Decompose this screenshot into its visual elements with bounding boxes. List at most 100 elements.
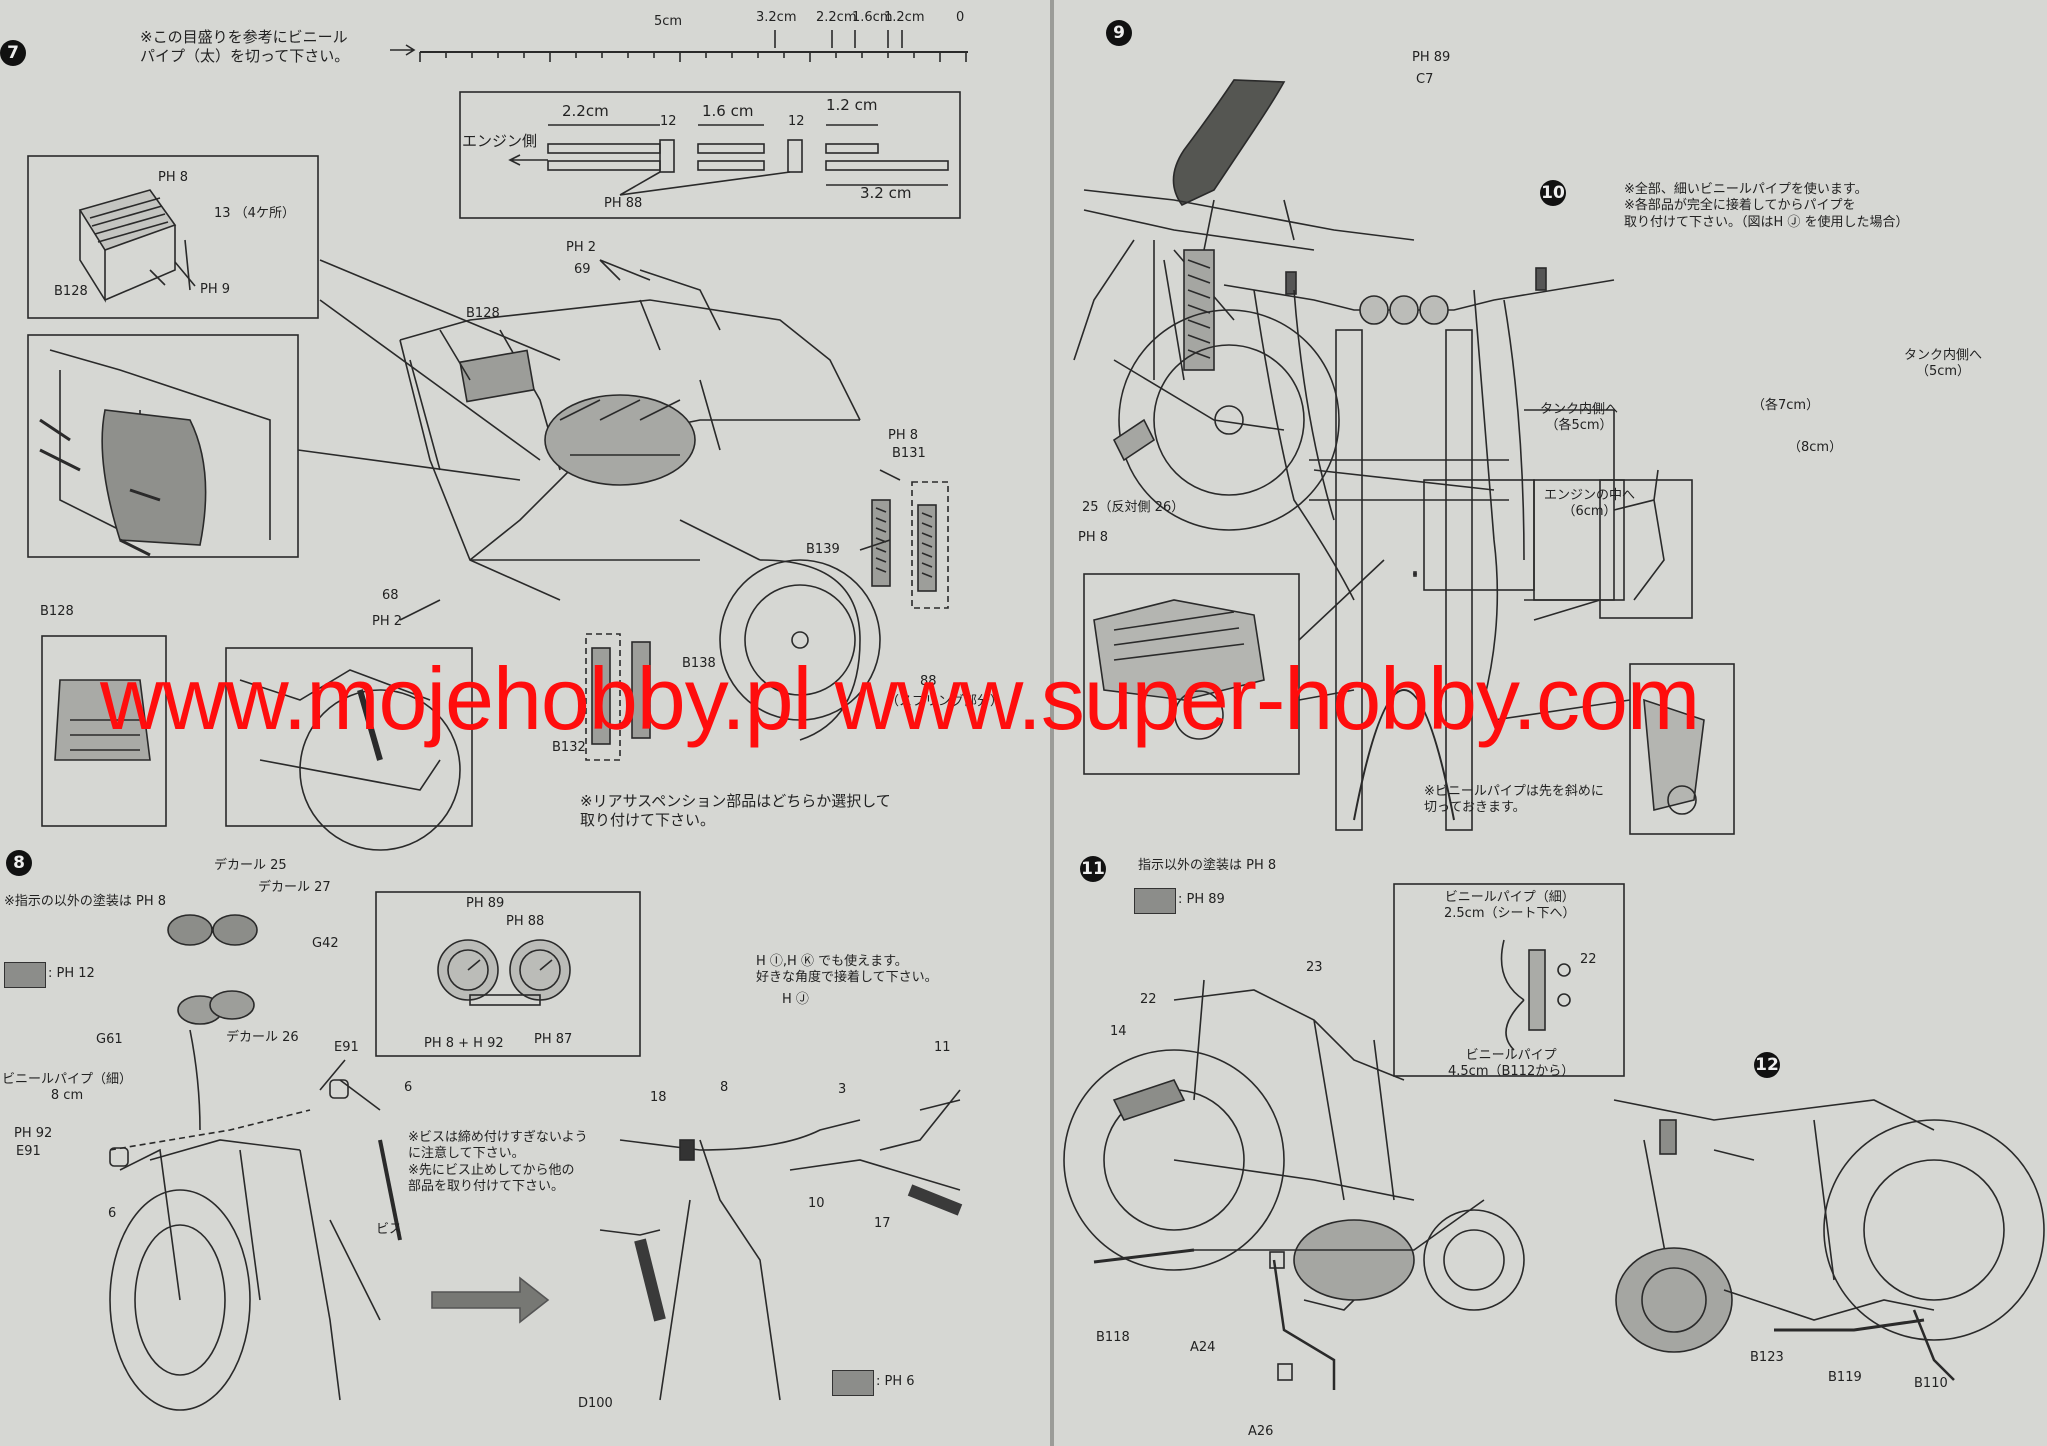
- step11-paint-note: 指示以外の塗装は PH 8: [1138, 858, 1277, 873]
- front-fork-drawing: [1223, 267, 1625, 831]
- paint-ph9: PH 9: [200, 282, 231, 297]
- paint-ph8-shock: PH 8: [888, 428, 919, 443]
- spring-part-label: （スプリング部分）: [886, 694, 1004, 709]
- part-17: 17: [874, 1216, 891, 1231]
- part-23: 23: [1306, 960, 1323, 975]
- tank-inner-left: タンク内側へ （各5cm）: [1540, 402, 1619, 434]
- part-68: 68: [382, 588, 399, 603]
- part-b131: B131: [892, 446, 926, 461]
- handle-hj: H Ⓙ: [782, 992, 809, 1007]
- ruler-note: ※この目盛りを参考にビニール パイプ（太）を切って下さい。: [140, 28, 350, 65]
- ruler-label-1-2cm: 1.2cm: [884, 10, 925, 25]
- tank-inner-right: タンク内側へ （5cm）: [1904, 348, 1983, 380]
- part-g42: G42: [312, 936, 339, 951]
- length-8cm: （8cm）: [1788, 440, 1843, 455]
- paint-ph2-lower: PH 2: [372, 614, 403, 629]
- front-handle-drawing: [109, 914, 402, 1411]
- part-e91-left: E91: [16, 1144, 41, 1159]
- cut-note: ※ビニールパイプは先を斜めに 切っておきます。: [1424, 784, 1604, 816]
- part-e91-right: E91: [334, 1040, 359, 1055]
- part-b128-radiator: B128: [54, 284, 88, 299]
- paint-88-spring: 88: [920, 674, 937, 689]
- part-b132: B132: [552, 740, 586, 755]
- part-a24: A24: [1190, 1340, 1216, 1355]
- part-g61: G61: [96, 1032, 123, 1047]
- meter-ph88: PH 88: [506, 914, 545, 929]
- part-22b: 22: [1580, 952, 1597, 967]
- part-12a: 12: [660, 114, 677, 129]
- part-b128-lower: B128: [40, 604, 74, 619]
- paint-swatch-ph89: [1134, 888, 1176, 914]
- watermark: www.mojehobby.pl www.super-hobby.com: [100, 649, 1700, 748]
- decal-25: デカール 25: [214, 858, 287, 873]
- paint-ph8: PH 8: [158, 170, 189, 185]
- swatch-label-ph12: : PH 12: [48, 966, 95, 981]
- ruler-label-2-2cm: 2.2cm: [816, 10, 857, 25]
- part-b138: B138: [682, 656, 716, 671]
- part-14: 14: [1110, 1024, 1127, 1039]
- meter-ph87: PH 87: [534, 1032, 573, 1047]
- frame-detail-box: [27, 334, 299, 558]
- part-b128-main: B128: [466, 306, 500, 321]
- step-9-number: 9: [1106, 20, 1132, 46]
- swatch-label-ph89: : PH 89: [1178, 892, 1225, 907]
- step10-note: ※全部、細いビニールパイプを使います。 ※各部品が完全に接着してからパイプを 取…: [1624, 182, 1909, 230]
- part-a26: A26: [1248, 1424, 1274, 1439]
- part-12b: 12: [788, 114, 805, 129]
- part-6-right: 6: [404, 1080, 413, 1095]
- paint-ph2: PH 2: [566, 240, 597, 255]
- vinyl-pipe-detail-box: [1393, 883, 1625, 1077]
- swatch-label-ph6: : PH 6: [876, 1374, 915, 1389]
- part-b119: B119: [1828, 1370, 1862, 1385]
- rear-suspension-note: ※リアサスペンション部品はどちらか選択して 取り付けて下さい。: [580, 792, 891, 829]
- ruler-label-5cm: 5cm: [654, 14, 683, 29]
- part-b118: B118: [1096, 1330, 1130, 1345]
- page-spine: [1050, 0, 1054, 1446]
- vinyl-pipe-4-5cm: ビニールパイプ 4.5cm（B112から）: [1448, 1048, 1575, 1080]
- paint-ph92: PH 92: [14, 1126, 53, 1141]
- pipe-cut-diagram: [459, 91, 961, 219]
- part-8: 8: [720, 1080, 729, 1095]
- left-page: 7 ※この目盛りを参考にビニール パイプ（太）を切って下さい。 5cm 3.2c…: [0, 10, 1004, 1411]
- right-page-drawings: [1073, 79, 1625, 831]
- step-11-number: 11: [1080, 856, 1106, 882]
- screw-note: ※ビスは締め付けすぎないよう に注意して下さい。 ※先にビス止めしてから他の 部…: [408, 1130, 588, 1194]
- part-b110: B110: [1914, 1376, 1948, 1391]
- vinyl-pipe-2-5cm: ビニールパイプ（細） 2.5cm（シート下へ）: [1444, 890, 1576, 922]
- each-7cm: （各7cm）: [1752, 398, 1820, 413]
- paint-swatch-ph6: [832, 1370, 874, 1396]
- paint-swatch-ph12: [4, 962, 46, 988]
- decal-26: デカール 26: [226, 1030, 299, 1045]
- part-22a: 22: [1140, 992, 1157, 1007]
- step-7-number: 7: [0, 40, 26, 66]
- meter-detail-box: [375, 891, 641, 1057]
- pipe-length-3-2: 3.2 cm: [860, 184, 912, 202]
- part-b139: B139: [806, 542, 840, 557]
- meter-ph8-h92: PH 8 + H 92: [424, 1036, 504, 1051]
- engine-cutaway-detail-box: [1083, 573, 1300, 775]
- screw-label: ビス: [376, 1222, 403, 1237]
- step-8-number: 8: [6, 850, 32, 876]
- part-11: 11: [934, 1040, 951, 1055]
- right-page: 9 PH 89 C7 25（反対側 26） PH 8 10 ※全部、細いビニール…: [1054, 0, 2047, 1446]
- step11-frame-drawing: [1063, 979, 1525, 1390]
- part-25-26: 25（反対側 26）: [1082, 500, 1185, 515]
- step-10-number: 10: [1540, 180, 1566, 206]
- step8-paint-note: ※指示の以外の塗装は PH 8: [4, 894, 167, 909]
- decal-27: デカール 27: [258, 880, 331, 895]
- part-3: 3: [838, 1082, 847, 1097]
- part-13: 13 （4ケ所）: [214, 206, 295, 221]
- paint-ph89-c7: PH 89: [1412, 50, 1451, 65]
- seat-frame-drawing: [1073, 79, 1415, 531]
- engine-side-label: エンジン側: [462, 132, 538, 150]
- step-12-number: 12: [1754, 1052, 1780, 1078]
- ruler-label-1-6cm: 1.6cm: [852, 10, 893, 25]
- pipe-length-1-2: 1.2 cm: [826, 96, 878, 114]
- handlebar-assembly-drawing: [599, 1089, 963, 1401]
- left-page-drawings: [27, 30, 968, 1411]
- ruler-label-0: 0: [956, 10, 965, 25]
- pipe-length-1-6: 1.6 cm: [702, 102, 754, 120]
- part-b123: B123: [1750, 1350, 1784, 1365]
- right-page-drawings-2: [1063, 469, 2045, 1390]
- handle-note: H Ⓘ,H Ⓚ でも使えます。 好きな角度で接着して下さい。: [756, 954, 938, 986]
